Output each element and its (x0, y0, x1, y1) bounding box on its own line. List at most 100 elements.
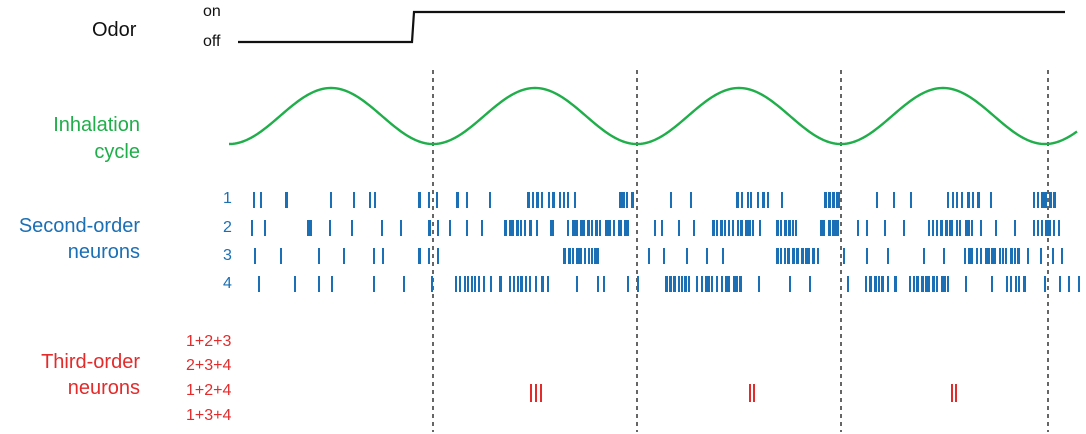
spike (784, 220, 787, 236)
spike (541, 276, 544, 292)
spike (684, 276, 687, 292)
spike (548, 192, 550, 208)
spike (1049, 220, 1051, 236)
spike (373, 276, 375, 292)
spike (436, 192, 438, 208)
third-order-label-line1: Third-order (41, 351, 140, 373)
spike (1033, 220, 1035, 236)
third-order-spike-marks (530, 384, 957, 402)
spike (253, 192, 255, 208)
spike (828, 220, 831, 236)
spike (980, 220, 982, 236)
spike (353, 192, 355, 208)
spike (489, 192, 491, 208)
spike (481, 220, 483, 236)
spike (740, 276, 742, 292)
spike (449, 220, 451, 236)
spike (576, 248, 579, 264)
spike (866, 220, 868, 236)
spike (563, 248, 566, 264)
spike (418, 248, 421, 264)
spike (836, 192, 838, 208)
spike (784, 248, 786, 264)
spike (318, 248, 320, 264)
spike (552, 192, 555, 208)
spike (716, 220, 718, 236)
spike (869, 276, 872, 292)
spike (876, 192, 878, 208)
spike (574, 192, 576, 208)
spike (1033, 192, 1035, 208)
spike (884, 220, 886, 236)
spike (999, 248, 1001, 264)
spike (909, 276, 911, 292)
spike (767, 192, 769, 208)
spike (632, 192, 634, 208)
spike (1052, 248, 1054, 264)
spike (762, 192, 765, 208)
spike (722, 248, 724, 264)
spike (910, 192, 912, 208)
spike (330, 192, 332, 208)
spike (757, 192, 759, 208)
spike (431, 276, 433, 292)
spike (961, 192, 963, 208)
third-order-burst-2 (749, 384, 755, 402)
spike (748, 220, 751, 236)
spike (1058, 220, 1060, 236)
spike (1041, 220, 1043, 236)
spike (648, 248, 650, 264)
spike (1037, 192, 1039, 208)
spike (603, 276, 605, 292)
neuron-number-2: 2 (223, 219, 232, 236)
spike (464, 276, 466, 292)
spike (665, 276, 668, 292)
spike (520, 220, 522, 236)
spike (832, 220, 834, 236)
spike (688, 276, 690, 292)
spike (1047, 220, 1049, 236)
spike (1044, 276, 1046, 292)
spike (736, 276, 738, 292)
spike (471, 276, 473, 292)
spike (428, 220, 431, 236)
spike (967, 220, 970, 236)
spike (428, 248, 430, 264)
spike (605, 220, 608, 236)
spike (512, 220, 514, 236)
spike (707, 276, 710, 292)
spike (1024, 276, 1026, 292)
third-order-label: Third-order neurons (0, 349, 140, 401)
spike (834, 220, 836, 236)
spike (759, 220, 761, 236)
spike (1045, 192, 1047, 208)
spike (624, 220, 627, 236)
spike (456, 192, 459, 208)
spike (956, 192, 958, 208)
spike (701, 276, 703, 292)
spike (608, 220, 611, 236)
spike (977, 192, 980, 208)
neuron-number-1: 1 (223, 190, 232, 207)
spike (836, 220, 839, 236)
spike (673, 276, 676, 292)
spike-raster-row-1 (253, 192, 1056, 208)
spike (893, 192, 895, 208)
spike (567, 220, 569, 236)
spike (987, 248, 990, 264)
spike (741, 192, 743, 208)
spike (678, 220, 680, 236)
spike (727, 276, 730, 292)
spike (972, 192, 974, 208)
spike (792, 220, 794, 236)
third-order-burst-1 (530, 384, 542, 402)
spike (467, 276, 469, 292)
spike (620, 220, 622, 236)
spike (1017, 248, 1020, 264)
spike (1053, 220, 1055, 236)
spike (776, 248, 779, 264)
spike (373, 248, 375, 264)
spike (736, 192, 739, 208)
spike (525, 276, 527, 292)
spike (828, 192, 831, 208)
